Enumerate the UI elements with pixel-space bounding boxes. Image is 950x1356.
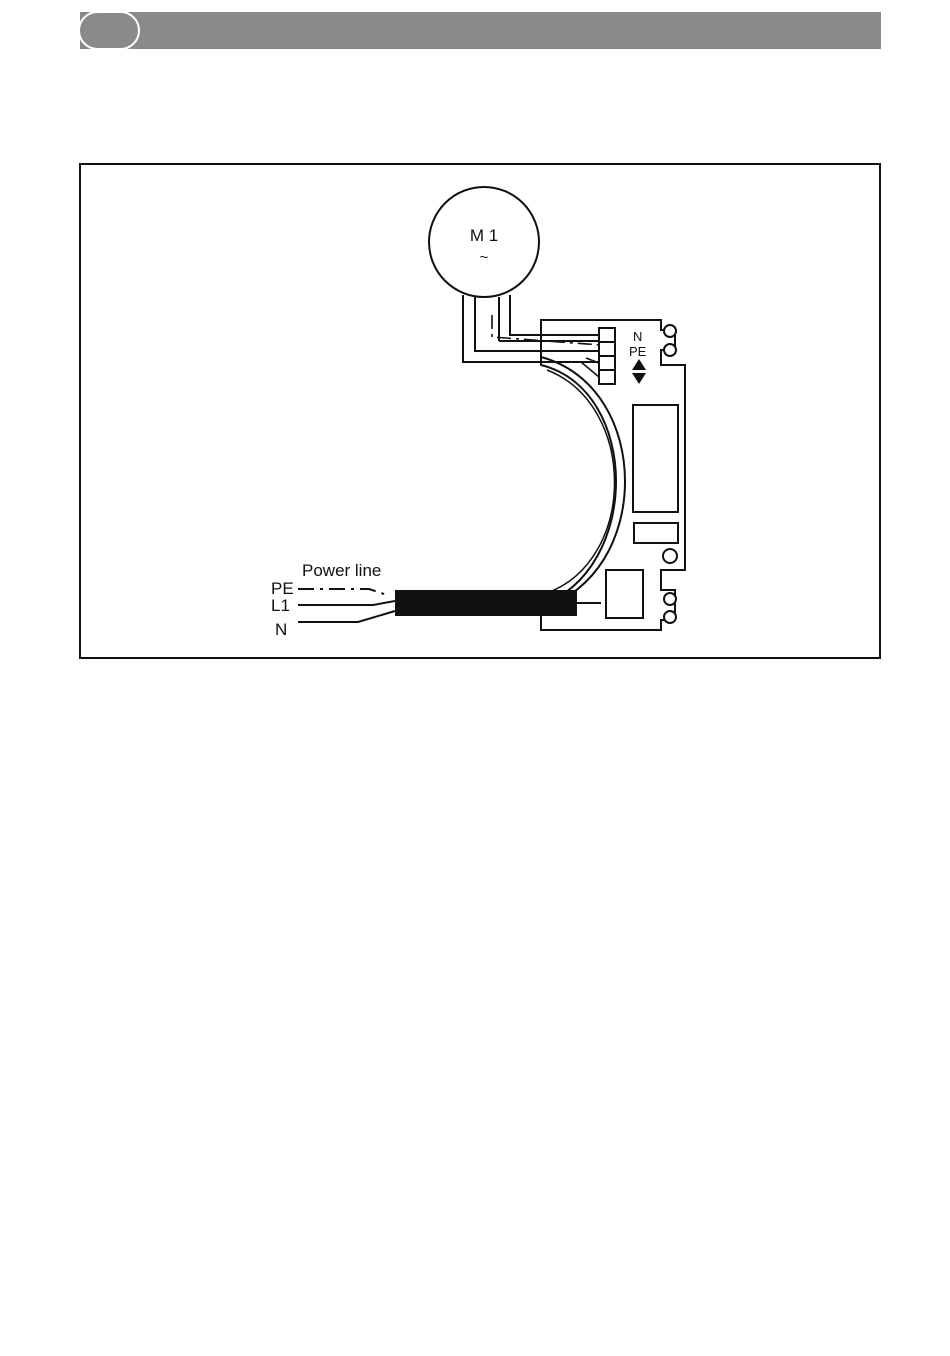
control-components bbox=[606, 405, 678, 618]
wiring-diagram: M 1 ~ N PE bbox=[81, 165, 879, 657]
terminal-pe-label: PE bbox=[629, 344, 647, 359]
terminal-block bbox=[599, 328, 615, 384]
wiring-diagram-frame: M 1 ~ N PE bbox=[79, 163, 881, 659]
header-tab-marker bbox=[78, 11, 140, 50]
up-down-arrow-icon bbox=[632, 359, 646, 384]
line-l1-label: L1 bbox=[271, 596, 290, 615]
motor-label: M 1 bbox=[470, 226, 498, 245]
line-n-label: N bbox=[275, 620, 287, 639]
power-line-wires bbox=[298, 589, 395, 622]
motor-ac-symbol: ~ bbox=[480, 249, 489, 266]
motor: M 1 ~ bbox=[429, 187, 539, 297]
terminal-wires bbox=[581, 358, 599, 377]
power-line-label: Power line bbox=[302, 561, 381, 580]
motor-cable bbox=[463, 295, 601, 362]
terminal-n-label: N bbox=[633, 329, 642, 344]
power-cable bbox=[395, 590, 577, 616]
header-bar bbox=[80, 12, 881, 49]
